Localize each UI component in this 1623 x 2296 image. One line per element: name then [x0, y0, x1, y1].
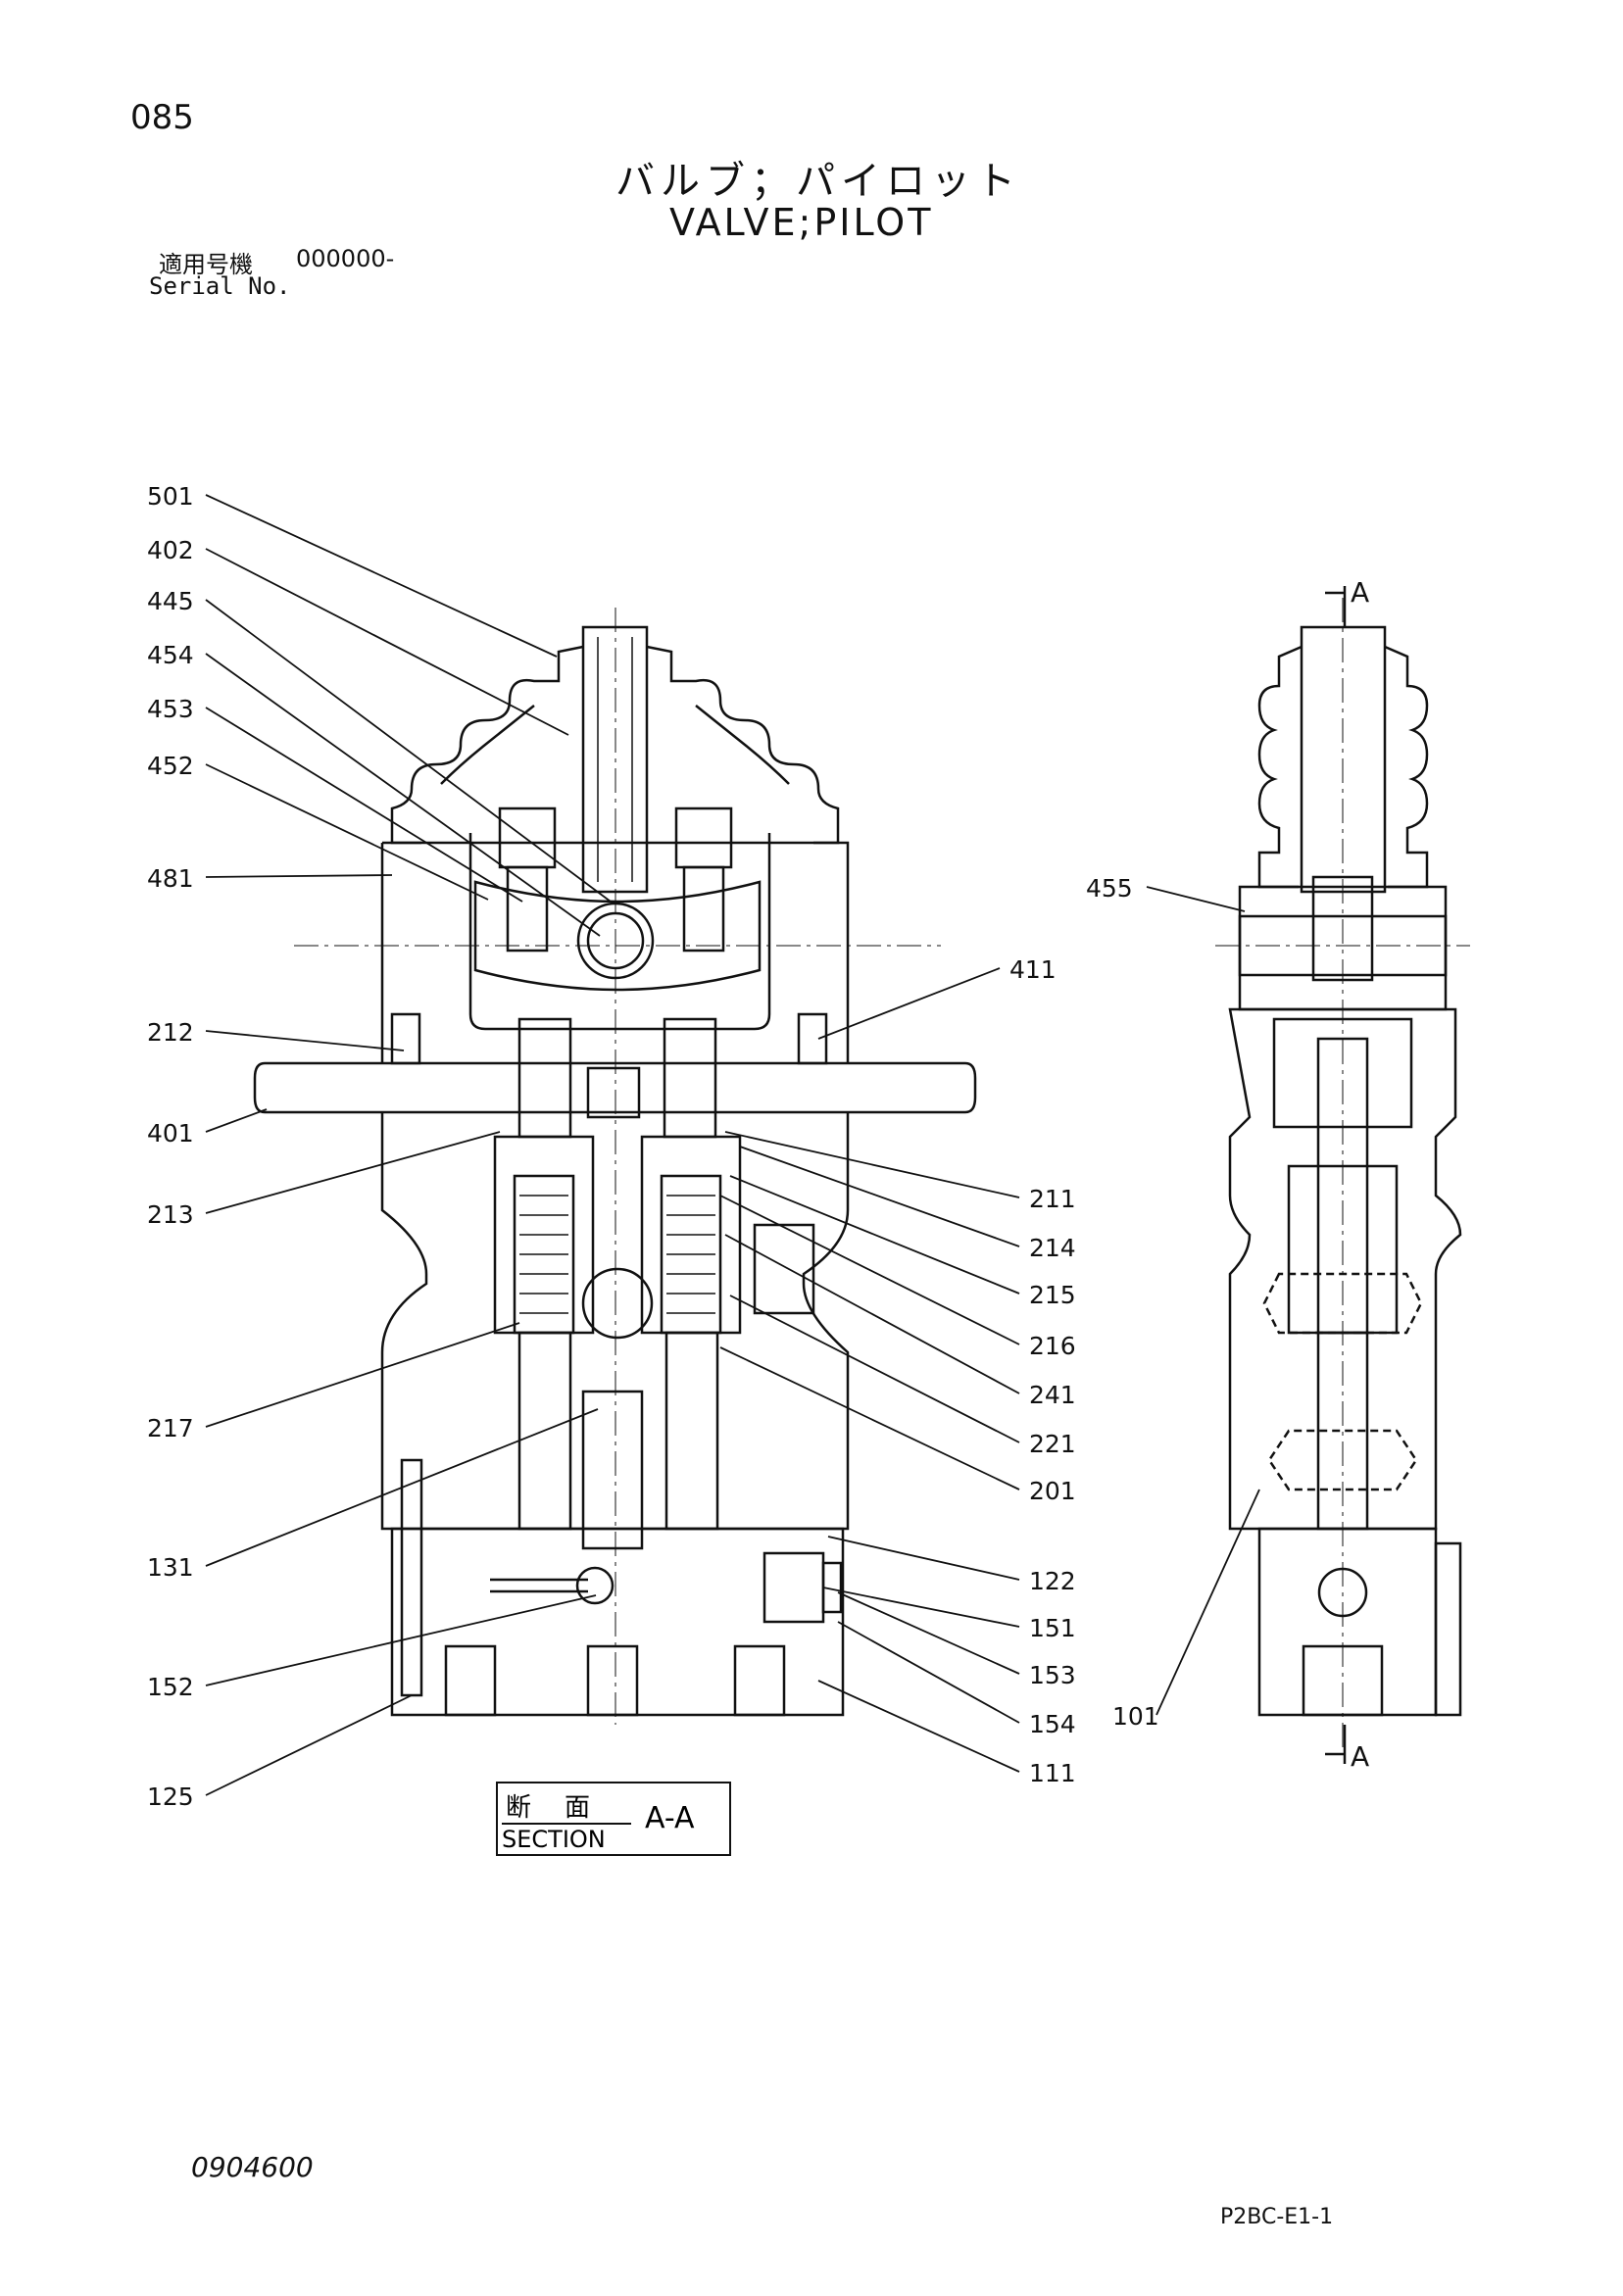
callout-label: 153: [1029, 1661, 1076, 1689]
title-japanese: バルブ；パイロット: [615, 159, 1021, 204]
side-valve-section: [1215, 586, 1470, 1764]
section-marker-top: A: [1351, 576, 1370, 609]
section-label-japanese: 断面: [506, 1793, 624, 1823]
section-marker-bottom: A: [1351, 1740, 1370, 1773]
callout-label: 215: [1029, 1281, 1076, 1309]
callout-label: 213: [147, 1200, 194, 1229]
leader-lines: [205, 494, 1260, 1796]
page-number: 085: [130, 98, 194, 137]
callout-label: 211: [1029, 1185, 1076, 1213]
callout-label: 125: [147, 1783, 194, 1811]
callout-label: 241: [1029, 1381, 1076, 1409]
section-label-english: SECTION: [502, 1823, 631, 1853]
callout-label: 131: [147, 1553, 194, 1582]
callout-label: 111: [1029, 1759, 1076, 1787]
document-code: 0904600: [191, 2151, 314, 2183]
callout-label: 402: [147, 536, 194, 564]
callout-label: 122: [1029, 1567, 1076, 1595]
callout-label: 152: [147, 1673, 194, 1701]
callout-label: 151: [1029, 1614, 1076, 1642]
section-label-box: 断面 SECTION A-A: [496, 1782, 731, 1856]
serial-label-japanese: 適用号機: [159, 251, 253, 278]
callout-label: 481: [147, 864, 194, 893]
callout-label: 154: [1029, 1710, 1076, 1738]
title-english: VALVE;PILOT: [669, 201, 934, 244]
callout-label: 445: [147, 587, 194, 615]
callout-label: 453: [147, 695, 194, 723]
callout-label: 216: [1029, 1332, 1076, 1360]
callout-label: 212: [147, 1018, 194, 1047]
callout-label: 455: [1086, 874, 1133, 903]
serial-label-english: Serial No.: [149, 272, 291, 300]
callout-label: 501: [147, 482, 194, 511]
callout-label: 214: [1029, 1234, 1076, 1262]
callout-label: 101: [1112, 1702, 1159, 1731]
callout-label: 221: [1029, 1430, 1076, 1458]
callout-label: 452: [147, 752, 194, 780]
callout-label: 201: [1029, 1477, 1076, 1505]
sheet-code: P2BC-E1-1: [1220, 2205, 1334, 2229]
callout-label: 401: [147, 1119, 194, 1148]
section-view-name: A-A: [645, 1801, 695, 1835]
callout-label: 454: [147, 641, 194, 669]
main-valve-section: [253, 608, 977, 1725]
serial-value: 000000-: [296, 245, 395, 272]
callout-label: 217: [147, 1414, 194, 1442]
callout-label: 411: [1009, 955, 1057, 984]
